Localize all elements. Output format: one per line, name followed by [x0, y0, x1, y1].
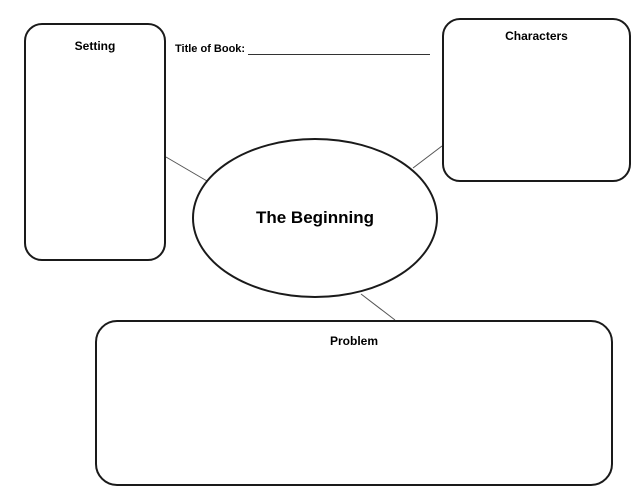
- characters-box[interactable]: Characters: [442, 18, 631, 182]
- beginning-label: The Beginning: [255, 208, 375, 227]
- setting-label: Setting: [74, 39, 116, 53]
- connector-problem: [360, 293, 396, 321]
- problem-box[interactable]: Problem: [95, 320, 613, 486]
- problem-label: Problem: [329, 334, 378, 348]
- title-of-book-label: Title of Book:: [175, 43, 246, 55]
- characters-label: Characters: [505, 29, 568, 43]
- title-of-book-input-line[interactable]: [248, 43, 431, 55]
- connector-characters: [412, 145, 443, 169]
- title-of-book-field: Title of Book:: [175, 43, 431, 55]
- beginning-ellipse: The Beginning: [192, 138, 438, 298]
- setting-box[interactable]: Setting: [24, 23, 166, 261]
- connector-setting: [165, 156, 208, 182]
